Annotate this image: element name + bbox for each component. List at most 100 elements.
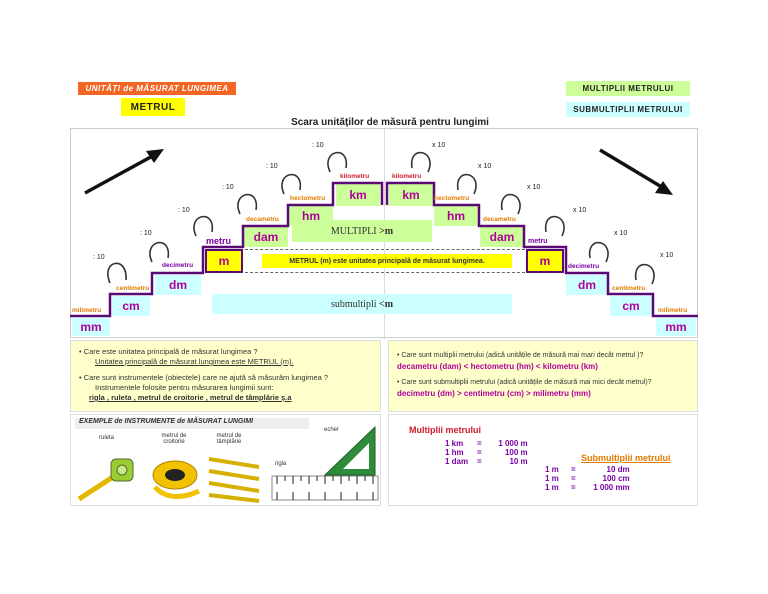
name-hecto-left: hectometru xyxy=(290,195,326,202)
multiples-row-left: 1 dam xyxy=(445,457,469,466)
multiples-row-eq: = xyxy=(477,439,482,448)
cell-mm-right: mm xyxy=(656,318,696,336)
label-ruleta: ruleta xyxy=(99,435,115,441)
multiples-row-eq: = xyxy=(477,457,482,466)
name-metru-left: metru xyxy=(206,236,232,246)
left-a2b: rigla , ruleta , metrul de croitorie , m… xyxy=(89,393,292,402)
multiples-row-left: 1 hm xyxy=(445,448,464,457)
up-arrow-icon xyxy=(84,149,164,195)
submultipli-box: submultipli <m xyxy=(212,294,512,314)
multiples-row-right: 100 m xyxy=(504,448,528,457)
submultiples-row-eq: = xyxy=(571,465,576,474)
multiples-row: 1 dam = 10 m xyxy=(445,457,528,466)
multiples-row-right: 10 m xyxy=(509,457,528,466)
multiples-row: 1 hm = 100 m xyxy=(445,448,528,457)
submultiples-row-right: 100 cm xyxy=(602,474,630,483)
multiples-heading: Multiplii metrului xyxy=(409,425,481,435)
cell-m-left: m xyxy=(205,249,243,273)
cell-mm-left: mm xyxy=(72,318,110,336)
div-label-6: : 10 xyxy=(312,142,324,149)
cell-dm-right: dm xyxy=(566,275,608,295)
div-label-2: : 10 xyxy=(140,230,152,237)
cell-cm-right: cm xyxy=(610,296,652,316)
name-kilo-left: kilometru xyxy=(340,173,370,180)
instruments-heading: EXEMPLE de INSTRUMENTE de MĂSURAT LUNGIM… xyxy=(75,418,309,429)
submultiples-row-right: 1 000 mm xyxy=(593,483,630,492)
cell-m-right: m xyxy=(526,249,564,273)
submultiples-heading: Submultiplii metrului xyxy=(581,453,671,463)
left-a1: Unitatea principală de măsurat lungimea … xyxy=(95,357,294,366)
label-croitorie: metrul de croitorie xyxy=(161,433,187,445)
mul-label-1: x 10 xyxy=(432,142,446,149)
submultiples-tag: SUBMULTIPLII METRULUI xyxy=(566,102,690,117)
cell-dam-right: dam xyxy=(480,227,524,247)
submultiples-row-left: 1 m xyxy=(545,483,559,492)
name-mili-right: milimetru xyxy=(658,307,688,314)
main-band-bottom-line xyxy=(240,272,530,273)
submultiples-rows: 1 m = 10 dm 1 m = 100 cm 1 m = 1 000 mm xyxy=(545,465,630,492)
multiples-tag: MULTIPLII METRULUI xyxy=(566,81,690,96)
submultiples-row-left: 1 m xyxy=(545,474,559,483)
left-questions-panel: • Care este unitatea principală de măsur… xyxy=(70,340,381,412)
multipli-label: MULTIPLI xyxy=(330,225,377,237)
div-label-4: : 10 xyxy=(222,184,234,191)
meter-tag: METRUL xyxy=(121,98,185,116)
page-title: Scara unităților de măsură pentru lungim… xyxy=(291,117,489,128)
main-unit-note: METRUL (m) este unitatea principală de m… xyxy=(262,254,512,268)
name-metru-right: metru xyxy=(528,238,548,245)
submultiples-row: 1 m = 100 cm xyxy=(545,474,630,483)
label-tamplarie: metrul de tâmplărie xyxy=(216,433,242,445)
submultiples-row-left: 1 m xyxy=(545,465,559,474)
div-label-1: : 10 xyxy=(93,254,105,261)
conversions-panel: Multiplii metrului 1 km = 1 000 m 1 hm =… xyxy=(388,414,698,506)
multiples-row-right: 1 000 m xyxy=(498,439,528,448)
name-deca-right: decametru xyxy=(483,216,516,223)
right-a2: decimetru (dm) > centimetru (cm) > milim… xyxy=(397,389,591,398)
right-q2: • Care sunt submultiplii metrului (adică… xyxy=(397,379,652,386)
mul-label-3: x 10 xyxy=(527,184,541,191)
left-q2: • Care sunt instrumentele (obiectele) ca… xyxy=(79,373,329,382)
cell-cm-left: cm xyxy=(112,296,150,316)
label-rigla: rigla xyxy=(275,461,287,467)
div-label-5: : 10 xyxy=(266,163,278,170)
mul-label-2: x 10 xyxy=(478,163,492,170)
multiples-row-left: 1 km xyxy=(445,439,464,448)
name-deca-left: decametru xyxy=(246,216,279,223)
cell-hm-left: hm xyxy=(289,206,333,226)
name-mili-left: milimetru xyxy=(72,307,102,314)
multiples-row: 1 km = 1 000 m xyxy=(445,439,528,448)
name-deci-right: decimetru xyxy=(568,263,600,270)
multiples-rows: 1 km = 1 000 m 1 hm = 100 m 1 dam = 10 m xyxy=(445,439,528,466)
folding-ruler-icon xyxy=(208,457,260,503)
submultiples-row-right: 10 dm xyxy=(606,465,630,474)
submultipli-label: submultipli xyxy=(330,298,377,310)
mul-label-4: x 10 xyxy=(573,207,587,214)
cell-dam-left: dam xyxy=(244,227,288,247)
tape-measure-icon xyxy=(77,458,134,502)
name-hecto-right: hectometru xyxy=(434,195,470,202)
name-kilo-right: kilometru xyxy=(392,173,422,180)
submultipli-sign: <m xyxy=(379,298,394,310)
div-label-3: : 10 xyxy=(178,207,190,214)
name-centi-right: centimetru xyxy=(612,285,646,292)
set-square-icon xyxy=(323,425,376,476)
right-questions-panel: • Care sunt multiplii metrului (adică un… xyxy=(388,340,698,412)
submultiples-row: 1 m = 1 000 mm xyxy=(545,483,630,492)
name-deci-left: decimetru xyxy=(162,262,194,269)
mul-label-6: x 10 xyxy=(660,252,674,259)
right-q1: • Care sunt multiplii metrului (adică un… xyxy=(397,352,644,359)
left-q1: • Care este unitatea principală de măsur… xyxy=(79,347,258,356)
mul-label-5: x 10 xyxy=(614,230,628,237)
sewing-tape-icon xyxy=(152,460,201,499)
ruler-icon xyxy=(271,475,379,501)
left-a2a: Instrumentele folosite pentru măsurarea … xyxy=(95,383,274,392)
cell-hm-right: hm xyxy=(434,206,478,226)
cell-dm-left: dm xyxy=(155,275,201,295)
multipli-sign: >m xyxy=(379,225,394,237)
instruments-panel: EXEMPLE de INSTRUMENTE de MĂSURAT LUNGIM… xyxy=(70,414,381,506)
submultiples-row-eq: = xyxy=(571,483,576,492)
submultiples-row: 1 m = 10 dm xyxy=(545,465,630,474)
name-centi-left: centimetru xyxy=(116,285,150,292)
